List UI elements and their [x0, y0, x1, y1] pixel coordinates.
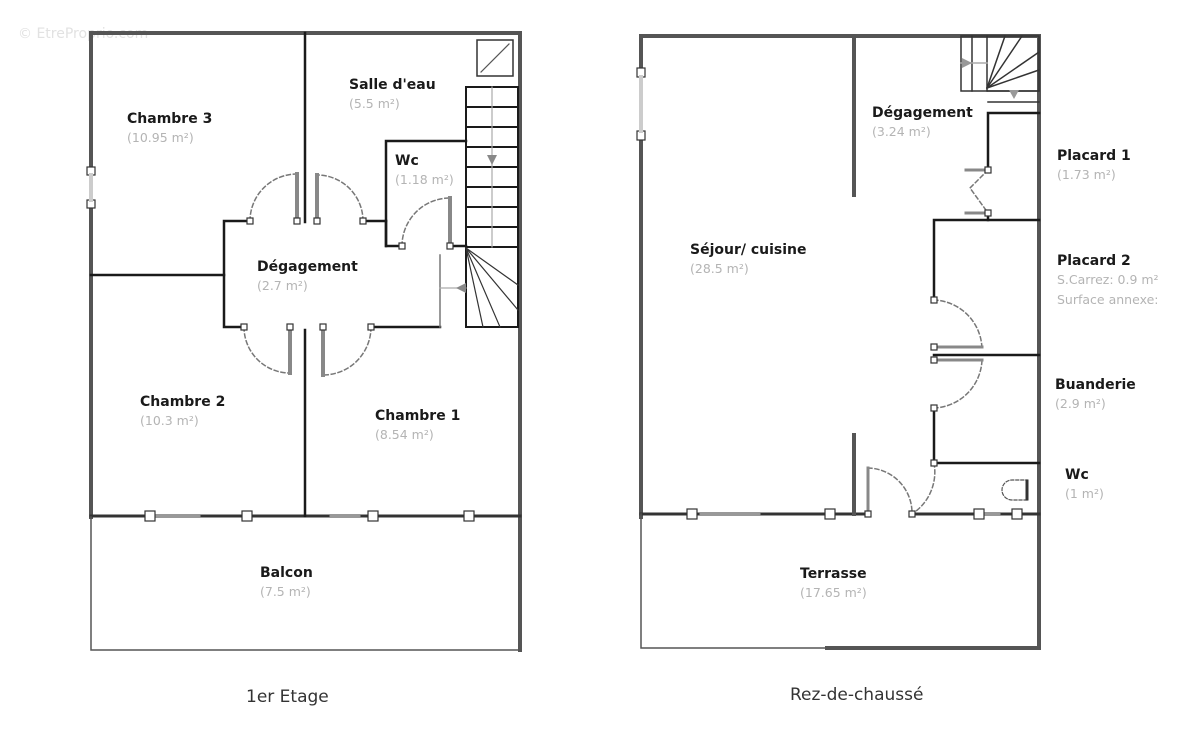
room-area: (8.54 m²) — [375, 427, 434, 442]
floor-title-1er-etage: 1er Etage — [246, 687, 329, 707]
room-area: (7.5 m²) — [260, 584, 311, 599]
room-area-extra: Surface annexe: — [1057, 292, 1159, 307]
room-label-buanderie: Buanderie (2.9 m²) — [1055, 376, 1136, 414]
room-label-wc-rdc: Wc (1 m²) — [1065, 466, 1104, 504]
toilet-icon — [1001, 479, 1029, 501]
room-name: Placard 2 — [1057, 253, 1131, 269]
room-area: S.Carrez: 0.9 m² — [1057, 272, 1159, 287]
room-name: Chambre 3 — [127, 111, 213, 127]
room-label-placard-2: Placard 2 S.Carrez: 0.9 m² Surface annex… — [1057, 252, 1159, 310]
room-name: Chambre 2 — [140, 394, 226, 410]
watermark: © EtreProprio.com — [18, 26, 149, 42]
room-area: (10.95 m²) — [127, 130, 194, 145]
room-label-balcon: Balcon (7.5 m²) — [260, 564, 313, 602]
room-label-terrasse: Terrasse (17.65 m²) — [800, 565, 867, 603]
room-area: (17.65 m²) — [800, 585, 867, 600]
room-area: (5.5 m²) — [349, 96, 400, 111]
room-name: Wc — [395, 153, 419, 169]
room-label-chambre-2: Chambre 2 (10.3 m²) — [140, 393, 225, 431]
room-label-degagement-etage: Dégagement (2.7 m²) — [257, 258, 358, 296]
room-area: (3.24 m²) — [872, 124, 931, 139]
room-name: Dégagement — [257, 259, 358, 275]
room-label-degagement-rdc: Dégagement (3.24 m²) — [872, 104, 973, 142]
first-floor-plan — [86, 31, 522, 652]
room-label-sejour-cuisine: Séjour/ cuisine (28.5 m²) — [690, 241, 807, 279]
room-area: (10.3 m²) — [140, 413, 199, 428]
room-name: Placard 1 — [1057, 148, 1131, 164]
room-name: Buanderie — [1055, 377, 1136, 393]
floor-title-rez-de-chausse: Rez-de-chaussé — [790, 685, 924, 705]
room-area: (1.18 m²) — [395, 172, 454, 187]
room-label-wc-etage: Wc (1.18 m²) — [395, 152, 454, 190]
room-name: Balcon — [260, 565, 313, 581]
room-area: (28.5 m²) — [690, 261, 749, 276]
room-area: (1 m²) — [1065, 486, 1104, 501]
room-area: (1.73 m²) — [1057, 167, 1116, 182]
room-label-chambre-1: Chambre 1 (8.54 m²) — [375, 407, 460, 445]
room-label-placard-1: Placard 1 (1.73 m²) — [1057, 147, 1131, 185]
room-label-chambre-3: Chambre 3 (10.95 m²) — [127, 110, 212, 148]
ground-floor-plan — [636, 34, 1041, 650]
room-name: Wc — [1065, 467, 1089, 483]
room-name: Séjour/ cuisine — [690, 242, 807, 258]
room-name: Chambre 1 — [375, 408, 461, 424]
room-name: Terrasse — [800, 566, 867, 582]
room-name: Salle d'eau — [349, 77, 436, 93]
room-name: Dégagement — [872, 105, 973, 121]
room-area: (2.7 m²) — [257, 278, 308, 293]
room-area: (2.9 m²) — [1055, 396, 1106, 411]
room-label-salle-d-eau: Salle d'eau (5.5 m²) — [349, 76, 436, 114]
